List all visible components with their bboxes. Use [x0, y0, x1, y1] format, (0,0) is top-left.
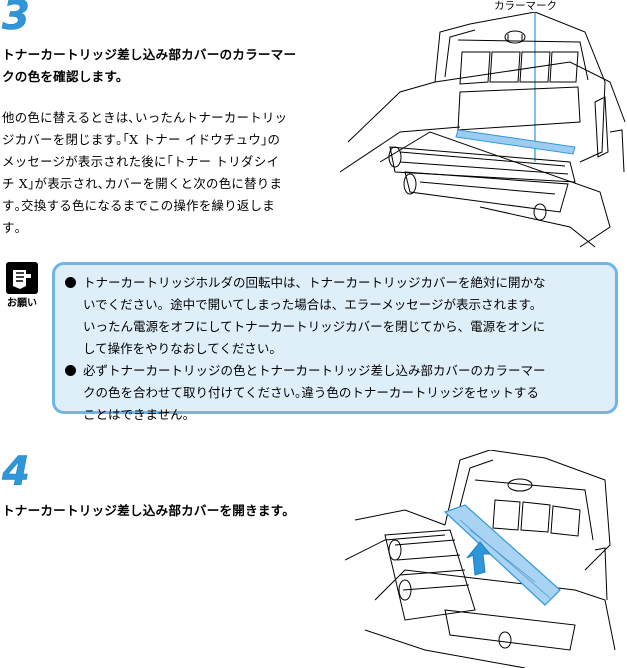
- step-4-number: 4: [2, 449, 30, 495]
- step-3-body-line: す｡: [2, 220, 22, 235]
- note-box: トナーカートリッジホルダの回転中は、トナーカートリッジカバーを絶対に開かな いで…: [52, 262, 618, 422]
- note-line: いでください。途中で開いてしまった場合は、エラーメッセージが表示されます。: [83, 297, 543, 312]
- printer-illustration-step4: [345, 450, 616, 668]
- step-3-body-line: ジカバーを閉じます｡｢X トナー イドウチュウ｣の: [2, 132, 281, 147]
- note-item: 必ずトナーカートリッジの色とトナーカートリッジ差し込み部カバーのカラーマー クの…: [63, 360, 609, 426]
- step-3-number: 3: [2, 0, 30, 39]
- step-3-body-line: メッセージが表示された後に｢トナー トリダシイ: [2, 154, 280, 169]
- step-3-body: 他の色に替えるときは､いったんトナーカートリッ ジカバーを閉じます｡｢X トナー…: [2, 107, 287, 239]
- note-line: して操作をやりなおしてください。: [83, 341, 282, 356]
- printer-illustration-step3: [340, 12, 626, 248]
- color-mark-callout-label: カラーマーク: [494, 0, 557, 12]
- note-line: 必ずトナーカートリッジの色とトナーカートリッジ差し込み部カバーのカラーマー: [83, 363, 546, 378]
- bullet-icon: [65, 277, 76, 288]
- step-3-title-line: トナーカートリッジ差し込み部カバーのカラーマー: [2, 47, 297, 62]
- step-4-title: トナーカートリッジ差し込み部カバーを開きます。: [2, 503, 295, 518]
- step-3-body-line: す｡交換する色になるまでこの操作を繰り返しま: [2, 198, 275, 213]
- step-3-title: トナーカートリッジ差し込み部カバーのカラーマー クの色を確認します。: [2, 44, 296, 88]
- hand-icon: [6, 262, 38, 294]
- note-line: トナーカートリッジホルダの回転中は、トナーカートリッジカバーを絶対に開かな: [83, 275, 546, 290]
- note-line: クの色を合わせて取り付けてください｡違う色のトナーカートリッジをセットする: [83, 385, 539, 400]
- note-line: ことはできません。: [83, 407, 196, 422]
- note-icon-label: お願い: [7, 298, 37, 309]
- arrow-up-icon: [466, 541, 492, 576]
- step-3-body-line: 他の色に替えるときは､いったんトナーカートリッ: [2, 110, 288, 125]
- note-item: トナーカートリッジホルダの回転中は、トナーカートリッジカバーを絶対に開かな いで…: [63, 272, 609, 360]
- bullet-icon: [65, 365, 76, 376]
- note-line: いったん電源をオフにしてトナーカートリッジカバーを閉じてから、電源をオンに: [83, 319, 546, 334]
- step-3-title-line: クの色を確認します。: [2, 69, 129, 84]
- note-icon: お願い: [0, 262, 44, 320]
- step-3-body-line: チ X｣が表示され､カバーを開くと次の色に替りま: [2, 176, 283, 191]
- note-list: トナーカートリッジホルダの回転中は、トナーカートリッジカバーを絶対に開かな いで…: [63, 272, 609, 426]
